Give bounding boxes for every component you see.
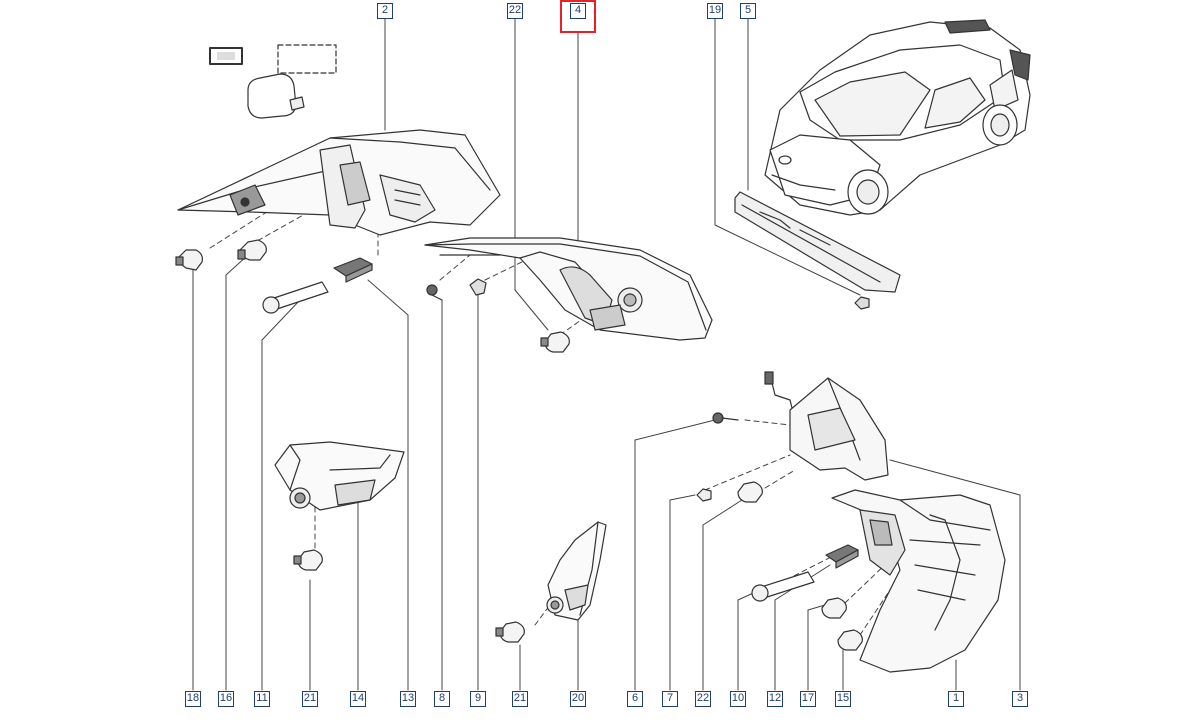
- bulb-22-top: [540, 331, 570, 353]
- callout-5[interactable]: 5: [740, 3, 756, 19]
- callout-12[interactable]: 12: [767, 691, 783, 707]
- screw-8: [426, 284, 443, 301]
- bulb-15: [837, 629, 863, 651]
- callout-1-label: 1: [952, 692, 960, 704]
- trim-strip-19: [734, 191, 901, 310]
- callout-4[interactable]: 4: [570, 3, 586, 19]
- callout-4-label: 4: [574, 4, 582, 16]
- bulb-11: [262, 281, 329, 314]
- headlamp-assembly: [831, 489, 1006, 673]
- callout-10-label: 10: [731, 692, 745, 704]
- side-lamp-20: [546, 521, 607, 621]
- callout-8-label: 8: [438, 692, 446, 704]
- callout-9[interactable]: 9: [470, 691, 486, 707]
- callout-3[interactable]: 3: [1012, 691, 1028, 707]
- callout-4-highlight: [560, 0, 596, 33]
- callout-2-label: 2: [381, 4, 389, 16]
- tail-lamp-assembly-2: [177, 44, 501, 236]
- callout-17-label: 17: [801, 692, 815, 704]
- callout-22-bottom-label: 22: [696, 692, 710, 704]
- callout-21-center[interactable]: 21: [512, 691, 528, 707]
- callout-6-label: 6: [631, 692, 639, 704]
- callout-19-label: 19: [708, 4, 722, 16]
- callout-7[interactable]: 7: [662, 691, 678, 707]
- callout-13-label: 13: [401, 692, 415, 704]
- clip-12: [825, 544, 859, 569]
- indicator-assembly: [696, 371, 889, 503]
- callout-1[interactable]: 1: [948, 691, 964, 707]
- callout-6[interactable]: 6: [627, 691, 643, 707]
- callout-22-top-label: 22: [508, 4, 522, 16]
- callout-12-label: 12: [768, 692, 782, 704]
- callout-10[interactable]: 10: [730, 691, 746, 707]
- callout-11[interactable]: 11: [254, 691, 270, 707]
- clip-13: [333, 257, 373, 283]
- bulb-21-center: [495, 621, 525, 643]
- bulb-10: [751, 571, 815, 602]
- callout-20-label: 20: [571, 692, 585, 704]
- callout-22-top[interactable]: 22: [507, 3, 523, 19]
- callout-9-label: 9: [474, 692, 482, 704]
- callout-5-label: 5: [744, 4, 752, 16]
- callout-2[interactable]: 2: [377, 3, 393, 19]
- callout-15-label: 15: [836, 692, 850, 704]
- callout-21-center-label: 21: [513, 692, 527, 704]
- callout-16-label: 16: [219, 692, 233, 704]
- callout-17[interactable]: 17: [800, 691, 816, 707]
- bulb-16: [237, 239, 267, 261]
- callout-7-label: 7: [666, 692, 674, 704]
- callout-20[interactable]: 20: [570, 691, 586, 707]
- clip-9: [469, 278, 487, 296]
- bulb-17: [821, 597, 847, 619]
- callout-14[interactable]: 14: [350, 691, 366, 707]
- callout-21-left[interactable]: 21: [302, 691, 318, 707]
- leader-lines: [192, 17, 1021, 691]
- callout-3-label: 3: [1016, 692, 1024, 704]
- fog-lamp-14: [274, 441, 405, 511]
- callout-22-bottom[interactable]: 22: [695, 691, 711, 707]
- callout-13[interactable]: 13: [400, 691, 416, 707]
- callout-19[interactable]: 19: [707, 3, 723, 19]
- callout-18-label: 18: [186, 692, 200, 704]
- callout-14-label: 14: [351, 692, 365, 704]
- callout-21-left-label: 21: [303, 692, 317, 704]
- callout-11-label: 11: [256, 692, 268, 704]
- lamp-assembly-4: [424, 237, 713, 341]
- car-illustration: [764, 19, 1031, 216]
- callout-18[interactable]: 18: [185, 691, 201, 707]
- bulb-21-left: [293, 549, 323, 571]
- callout-8[interactable]: 8: [434, 691, 450, 707]
- bulb-18: [175, 249, 203, 271]
- callout-16[interactable]: 16: [218, 691, 234, 707]
- callout-15[interactable]: 15: [835, 691, 851, 707]
